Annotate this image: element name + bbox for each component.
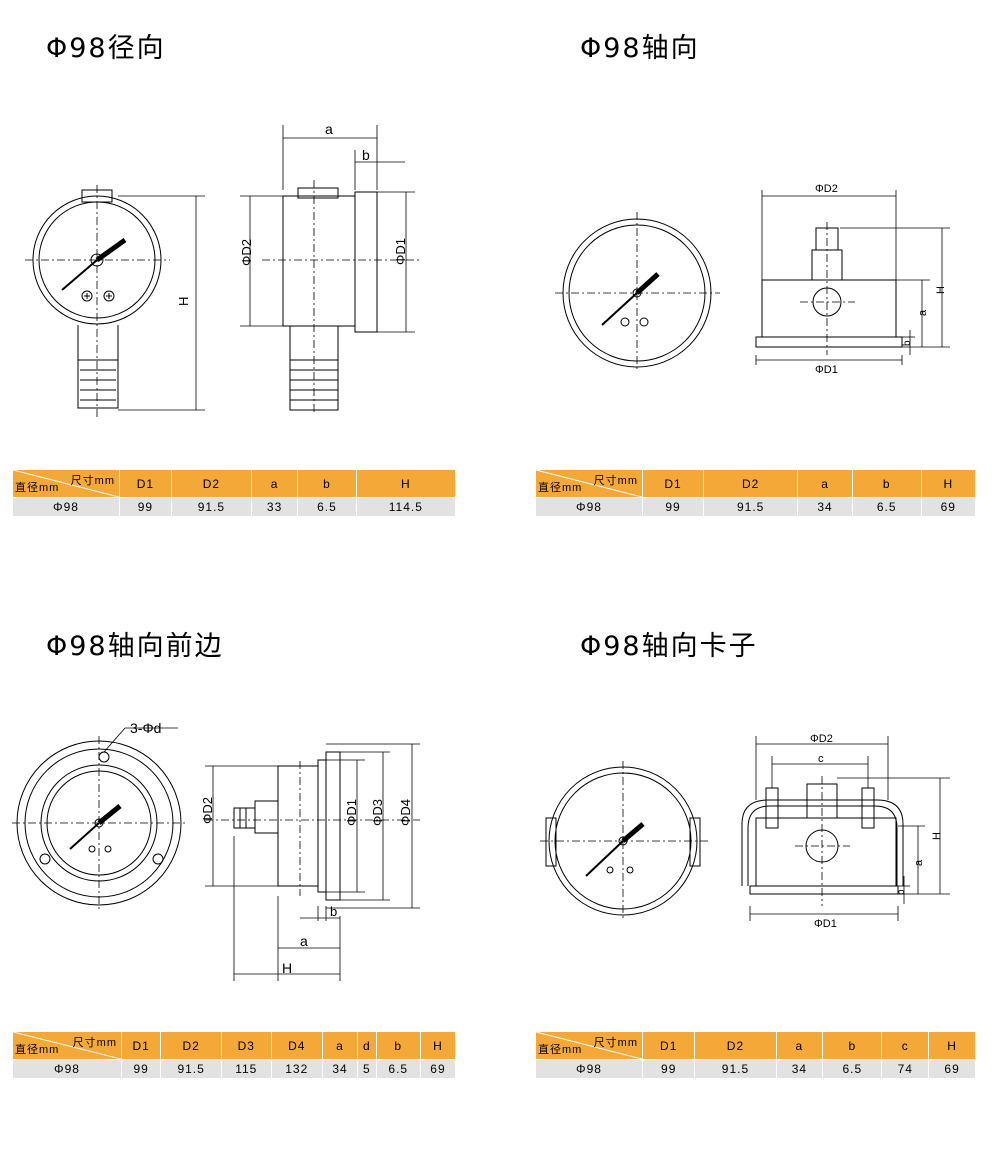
col-header: D1 [642, 1032, 696, 1060]
hole-label: 3-Φd [130, 720, 161, 736]
drawing-axial: ΦD2 ΦD1 H a b [555, 183, 950, 376]
col-header: D3 [221, 1032, 272, 1060]
col-header: H [420, 1032, 457, 1060]
cell-value: 99 [642, 1059, 696, 1078]
dim-d1-label: ΦD1 [815, 364, 838, 376]
col-header: b [297, 470, 357, 498]
row-label: Φ98 [536, 1059, 643, 1078]
cell-value: 6.5 [852, 497, 922, 516]
section-axial-clamp: Φ98轴向卡子 [520, 576, 1000, 1152]
spec-table: 尺寸mm 直径mm D1 D2 a b H Φ98 99 91.5 33 6.5… [13, 470, 457, 516]
dim-d1-label: ΦD1 [393, 238, 408, 265]
col-header: a [776, 1032, 824, 1060]
cell-value: 34 [322, 1059, 359, 1078]
dim-a-label: a [325, 121, 333, 137]
section-title: Φ98径向 [46, 33, 166, 64]
cell-value: 33 [251, 497, 299, 516]
drawing-radial: H a b ΦD2 ΦD1 [25, 121, 420, 420]
dim-c-label: c [818, 753, 824, 765]
dim-d3-label: ΦD3 [370, 799, 385, 826]
col-header: D2 [694, 1032, 777, 1060]
dim-d4-label: ΦD4 [398, 799, 413, 826]
row-label: Φ98 [13, 1059, 122, 1078]
dim-d2-label: ΦD2 [200, 797, 215, 824]
table-corner: 尺寸mm 直径mm [536, 1032, 643, 1060]
col-header: a [251, 470, 299, 498]
cell-value: 114.5 [356, 497, 457, 516]
dim-h-label: H [935, 286, 947, 294]
cell-value: 6.5 [822, 1059, 883, 1078]
col-header: D2 [160, 1032, 222, 1060]
cell-value: 99 [642, 497, 705, 516]
col-header: D1 [642, 470, 705, 498]
dim-d2-label: ΦD2 [815, 183, 838, 195]
col-header: b [822, 1032, 883, 1060]
spec-table: 尺寸mm 直径mm D1 D2 a b c H Φ98 99 91.5 34 6… [536, 1032, 976, 1078]
col-header: a [322, 1032, 359, 1060]
table-corner: 尺寸mm 直径mm [13, 470, 120, 498]
cell-value: 91.5 [694, 1059, 777, 1078]
col-header: D4 [271, 1032, 324, 1060]
dim-b-label: b [896, 889, 907, 895]
cell-value: 34 [797, 497, 853, 516]
col-header: D2 [703, 470, 799, 498]
dim-b-label: b [902, 340, 913, 346]
spec-table: 尺寸mm 直径mm D1 D2 a b H Φ98 99 91.5 34 6.5… [536, 470, 977, 516]
section-title: Φ98轴向卡子 [580, 631, 758, 662]
cell-value: 6.5 [376, 1059, 421, 1078]
dim-b-label: b [330, 904, 337, 919]
col-header: D1 [121, 1032, 162, 1060]
col-header: H [356, 470, 457, 498]
drawing-axial-clamp: ΦD2 c ΦD1 H a b [540, 733, 950, 930]
cell-value: 5 [357, 1059, 377, 1078]
spec-table: 尺寸mm 直径mm D1 D2 D3 D4 a d b H Φ98 99 91.… [13, 1032, 457, 1078]
cell-value: 132 [271, 1059, 324, 1078]
cell-value: 69 [420, 1059, 457, 1078]
dim-a-label: a [300, 933, 308, 949]
cell-value: 74 [881, 1059, 930, 1078]
dim-a-label: a [913, 859, 925, 866]
dim-h-label: H [931, 832, 943, 840]
col-header: b [376, 1032, 421, 1060]
drawing-front-flange: 3-Φd [12, 720, 420, 981]
cell-value: 6.5 [297, 497, 357, 516]
cell-value: 91.5 [171, 497, 252, 516]
dim-h-label: H [282, 960, 292, 976]
dim-d2-label: ΦD2 [239, 239, 254, 266]
col-header: H [921, 470, 977, 498]
table-corner: 尺寸mm 直径mm [536, 470, 643, 498]
section-radial: Φ98径向 H [0, 0, 500, 576]
cell-value: 91.5 [160, 1059, 222, 1078]
table-corner: 尺寸mm 直径mm [13, 1032, 122, 1060]
col-header: c [881, 1032, 930, 1060]
row-label: Φ98 [536, 497, 643, 516]
section-axial-front-flange: Φ98轴向前边 3-Φd [0, 576, 500, 1152]
dim-d1-label: ΦD1 [344, 799, 359, 826]
dim-b-label: b [362, 147, 370, 163]
dim-a-label: a [917, 309, 929, 316]
cell-value: 99 [121, 1059, 162, 1078]
col-header: H [928, 1032, 976, 1060]
col-header: b [852, 470, 922, 498]
cell-value: 99 [119, 497, 172, 516]
section-title: Φ98轴向前边 [46, 631, 224, 662]
col-header: D2 [171, 470, 252, 498]
section-axial: Φ98轴向 [520, 0, 1000, 576]
dim-d1-label: ΦD1 [814, 918, 837, 930]
dim-h-label: H [176, 297, 191, 306]
cell-value: 69 [928, 1059, 976, 1078]
cell-value: 115 [221, 1059, 272, 1078]
row-label: Φ98 [13, 497, 120, 516]
cell-value: 91.5 [703, 497, 799, 516]
dim-d2-label: ΦD2 [810, 733, 833, 745]
col-header: d [357, 1032, 377, 1060]
col-header: a [797, 470, 853, 498]
col-header: D1 [119, 470, 172, 498]
cell-value: 69 [921, 497, 977, 516]
cell-value: 34 [776, 1059, 824, 1078]
section-title: Φ98轴向 [580, 33, 700, 64]
